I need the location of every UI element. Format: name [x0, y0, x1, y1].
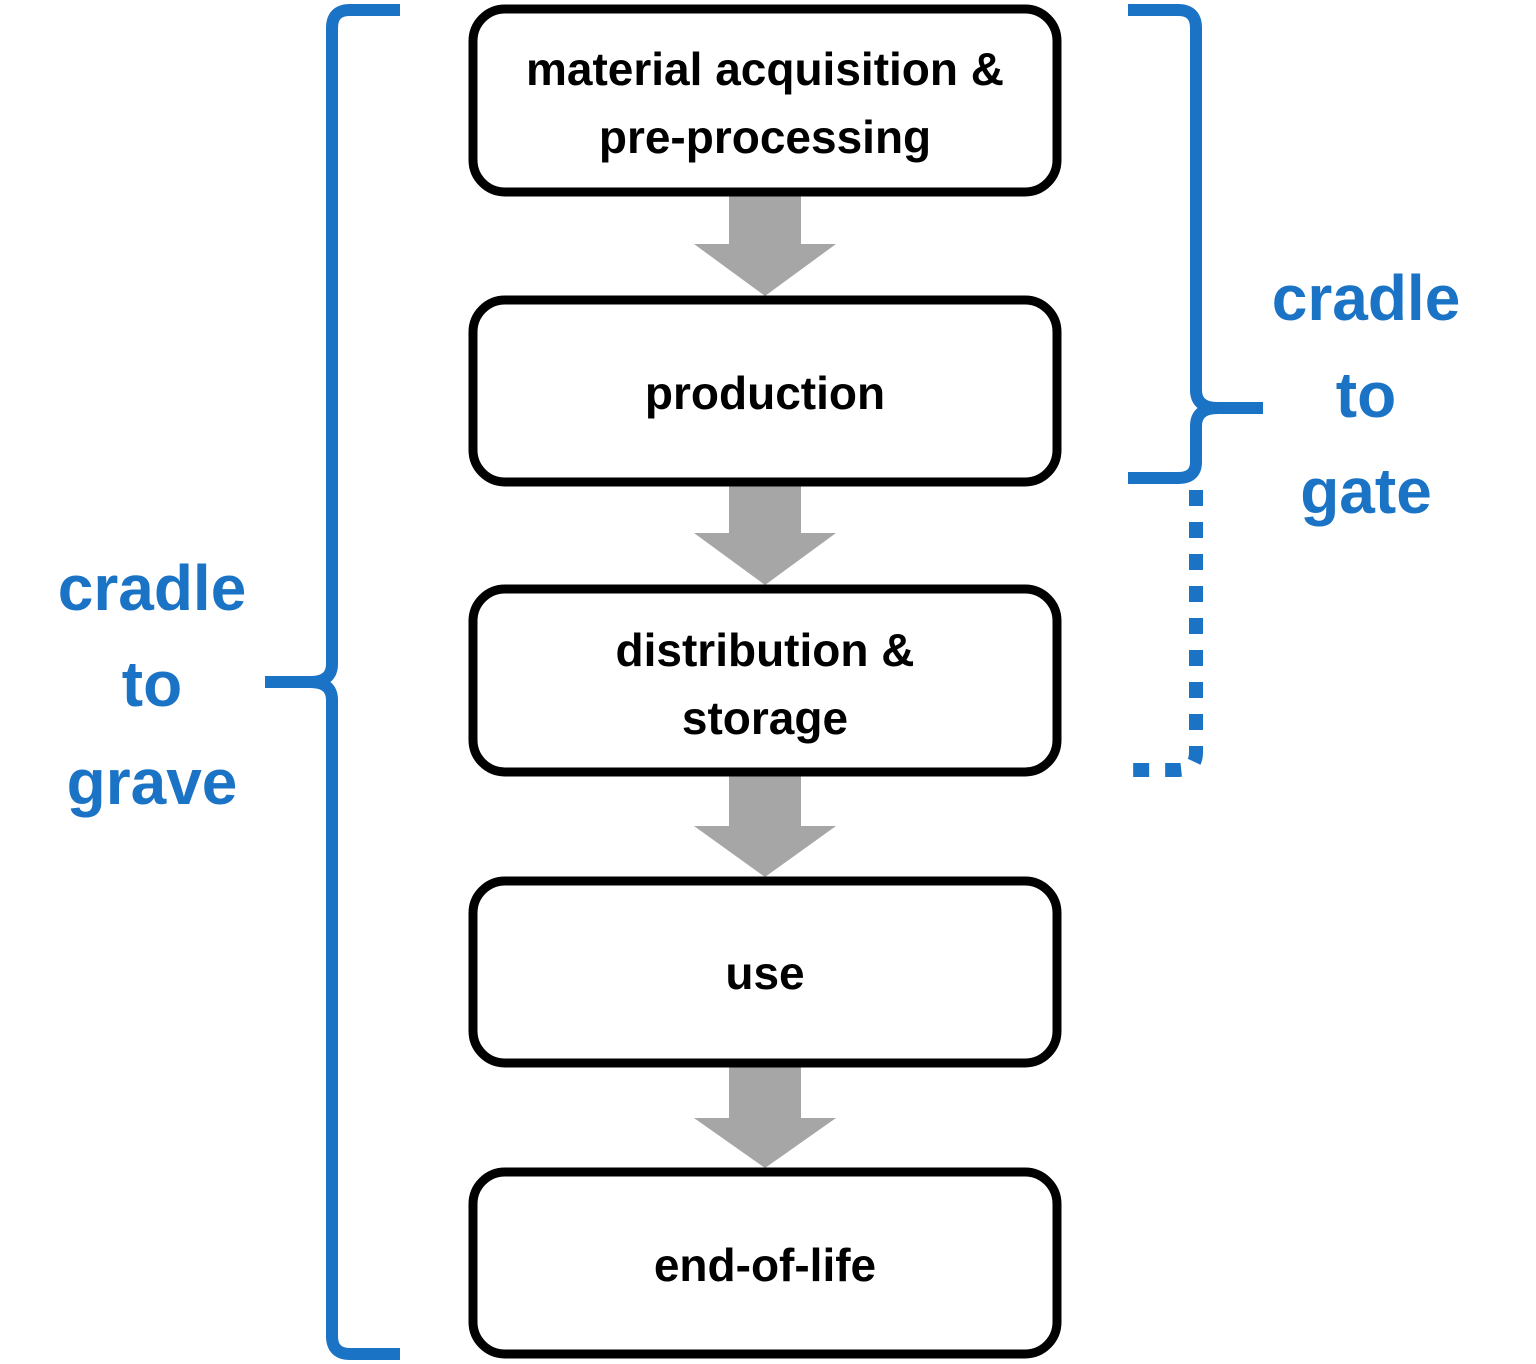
stage-box [468, 876, 1062, 1068]
stage-label-line: storage [682, 692, 848, 744]
scope-label-line: to [122, 648, 182, 720]
cradle-to-grave-label: cradle to grave [58, 552, 247, 818]
flow-arrow-3 [694, 776, 836, 877]
scope-label-line: cradle [1272, 262, 1461, 334]
cradle-to-gate-dotted-extension [1128, 490, 1203, 777]
stage-box [468, 584, 1062, 777]
stage-box [468, 295, 1062, 487]
stage-label-line: distribution & [616, 624, 915, 676]
stage-use: use [468, 876, 1062, 1068]
stage-box [468, 1167, 1062, 1359]
stage-material-acquisition: material acquisition & pre-processing [468, 4, 1062, 197]
scope-label-line: to [1336, 359, 1396, 431]
stage-label-line: end-of-life [654, 1239, 876, 1291]
cradle-to-gate-bracket [1128, 4, 1263, 484]
scope-label-line: cradle [58, 552, 247, 624]
stage-label-line: pre-processing [599, 111, 931, 163]
cradle-to-gate-label: cradle to gate [1272, 262, 1461, 527]
flow-arrow-2 [694, 486, 836, 585]
scope-label-line: grave [67, 746, 238, 818]
stage-production: production [468, 295, 1062, 487]
flow-arrow-1 [694, 196, 836, 296]
flow-arrow-4 [694, 1066, 836, 1168]
stage-end-of-life: end-of-life [468, 1167, 1062, 1359]
stage-distribution-storage: distribution & storage [468, 584, 1062, 777]
stage-box [468, 4, 1062, 197]
stage-label-line: material acquisition & [526, 43, 1004, 95]
stage-label-line: production [645, 367, 885, 419]
stage-label-line: use [725, 947, 804, 999]
cradle-to-grave-bracket [265, 4, 400, 1360]
scope-label-line: gate [1300, 455, 1432, 527]
